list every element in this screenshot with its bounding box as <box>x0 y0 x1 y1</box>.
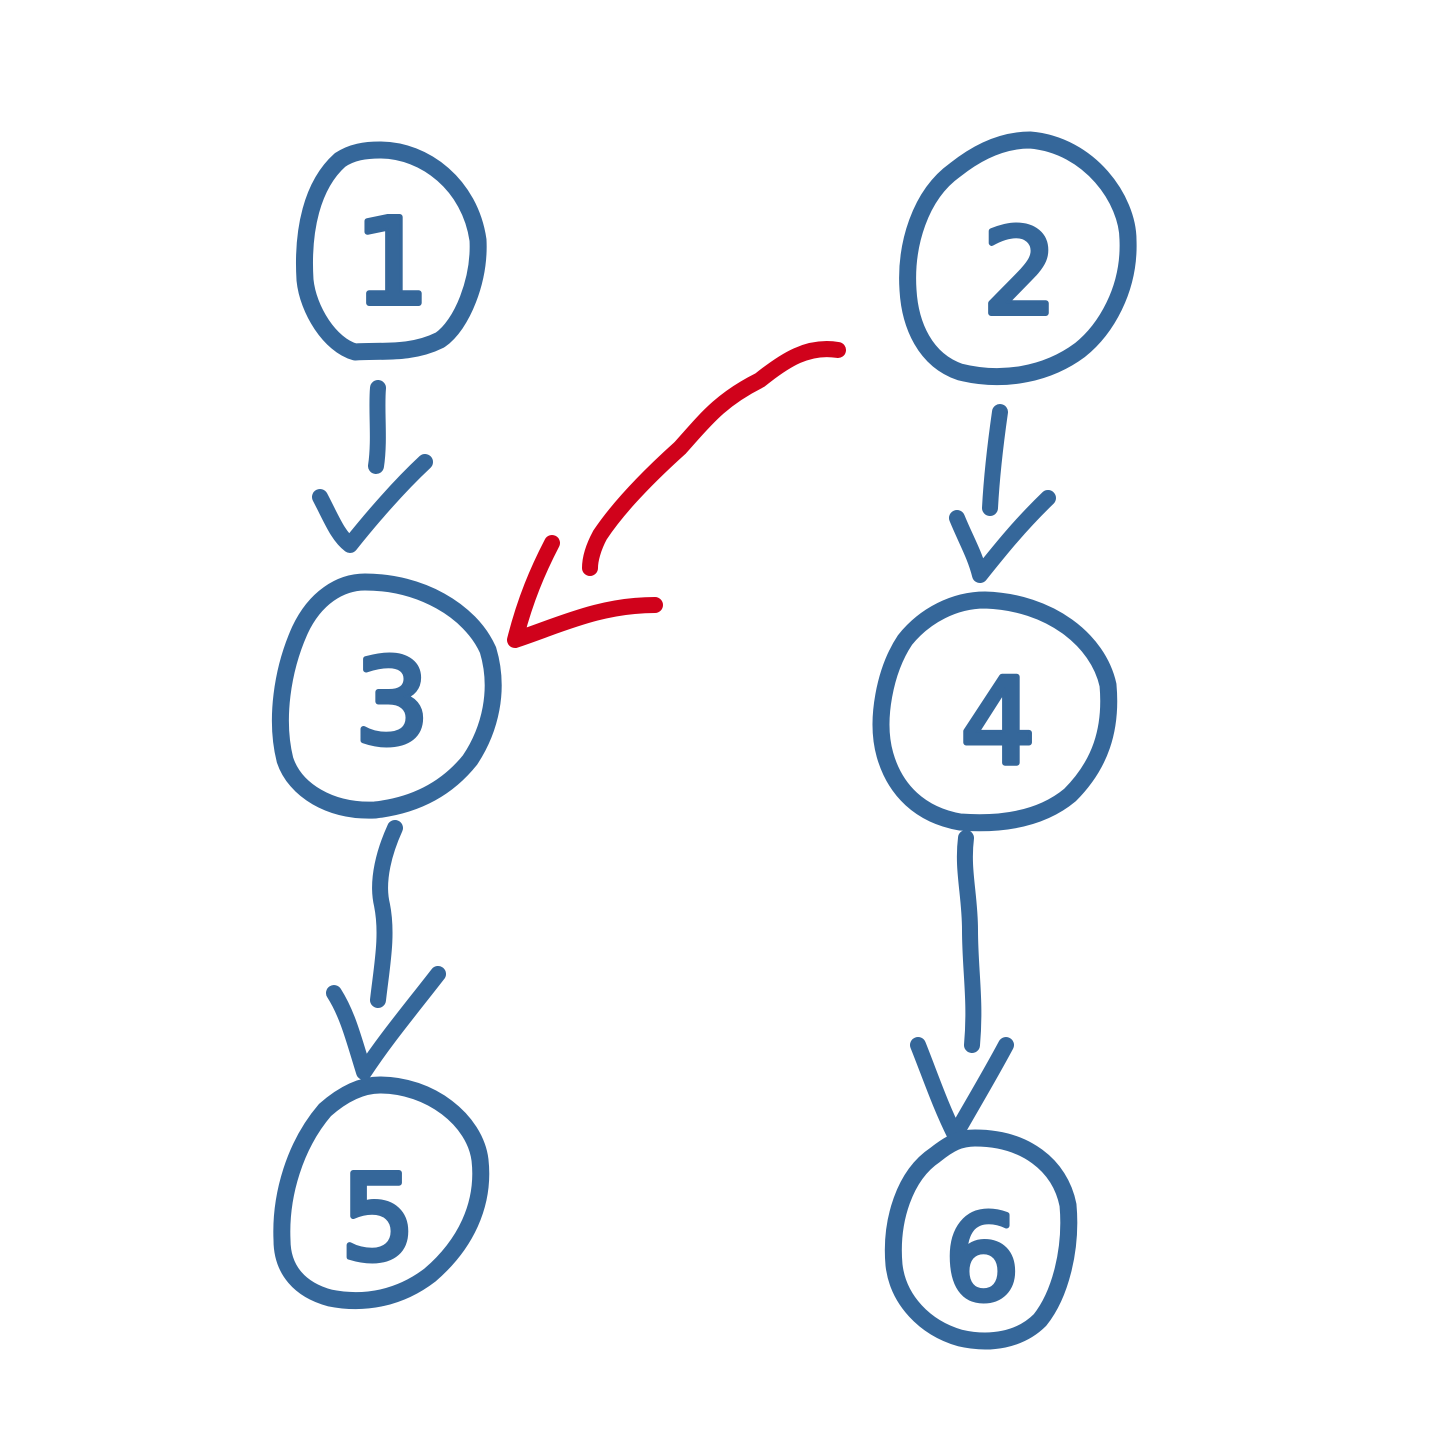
edge-1-to-3 <box>312 380 433 553</box>
node-4-circle <box>872 591 1118 832</box>
node-5-circle <box>273 1076 490 1310</box>
edge-2-to-3-arrowhead <box>507 535 663 648</box>
node-1-label: 1 <box>354 193 429 331</box>
node-1: 1 <box>296 141 487 361</box>
node-2-circle <box>899 131 1137 386</box>
edge-2-to-4-line <box>982 404 1008 516</box>
edge-2-to-4 <box>949 404 1056 583</box>
node-1-circle <box>296 141 487 361</box>
edge-2-to-3-highlighted <box>507 341 846 648</box>
node-5-label: 5 <box>340 1149 415 1287</box>
edge-4-to-6-arrowhead <box>910 1037 1014 1143</box>
node-6-circle <box>884 1129 1078 1350</box>
edge-1-to-3-line <box>368 380 386 474</box>
node-5: 5 <box>273 1076 490 1310</box>
edge-3-to-5-arrowhead <box>326 966 446 1080</box>
node-4-label: 4 <box>960 653 1035 791</box>
edge-3-to-5-line <box>370 820 403 1008</box>
node-3-circle <box>271 573 502 819</box>
node-3: 3 <box>271 573 502 819</box>
edge-2-to-4-arrowhead <box>949 490 1056 583</box>
edge-1-to-3-arrowhead <box>312 454 433 553</box>
node-2: 2 <box>899 131 1137 386</box>
edge-2-to-3-line <box>582 341 846 576</box>
edge-4-to-6 <box>910 830 1014 1143</box>
edge-4-to-6-line <box>956 830 982 1053</box>
node-6: 6 <box>884 1129 1078 1350</box>
node-2-label: 2 <box>982 203 1057 341</box>
node-4: 4 <box>872 591 1118 832</box>
node-6-label: 6 <box>944 1189 1019 1327</box>
node-3-label: 3 <box>354 633 429 771</box>
edge-3-to-5 <box>326 820 446 1080</box>
